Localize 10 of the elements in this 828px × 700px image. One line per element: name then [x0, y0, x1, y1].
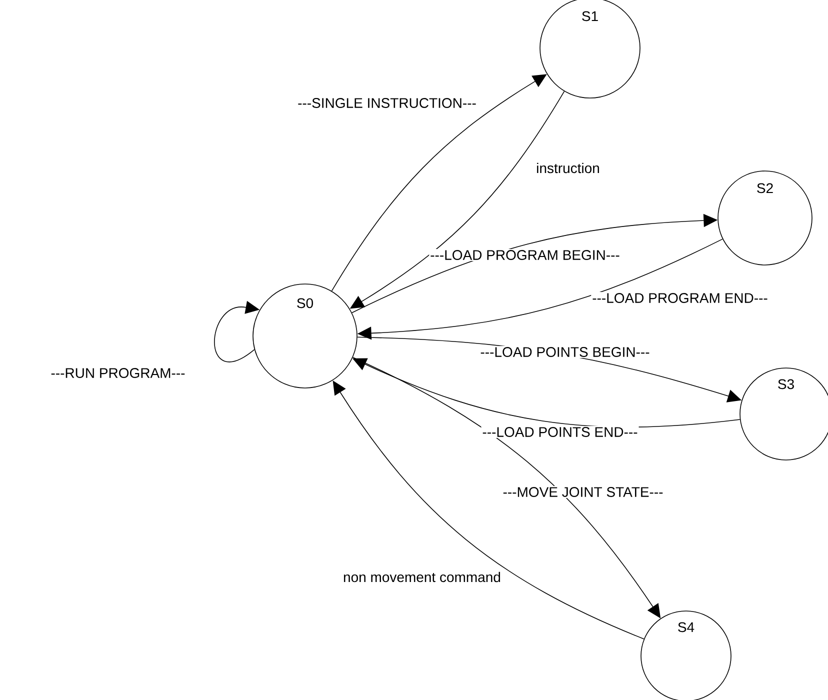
edge-label: ---LOAD PROGRAM END---	[591, 292, 769, 304]
edge-label: ---MOVE JOINT STATE---	[502, 486, 664, 498]
edge-label: ---SINGLE INSTRUCTION---	[296, 97, 478, 109]
edge-label: ---LOAD POINTS END---	[481, 426, 639, 438]
edge-label: non movement command	[342, 570, 502, 584]
edge-label: instruction	[535, 162, 601, 174]
edge-label: ---RUN PROGRAM---	[50, 367, 186, 379]
edge-label: ---LOAD POINTS BEGIN---	[479, 346, 651, 358]
arrow	[331, 74, 547, 292]
edge-label: ---LOAD PROGRAM BEGIN---	[429, 249, 621, 261]
